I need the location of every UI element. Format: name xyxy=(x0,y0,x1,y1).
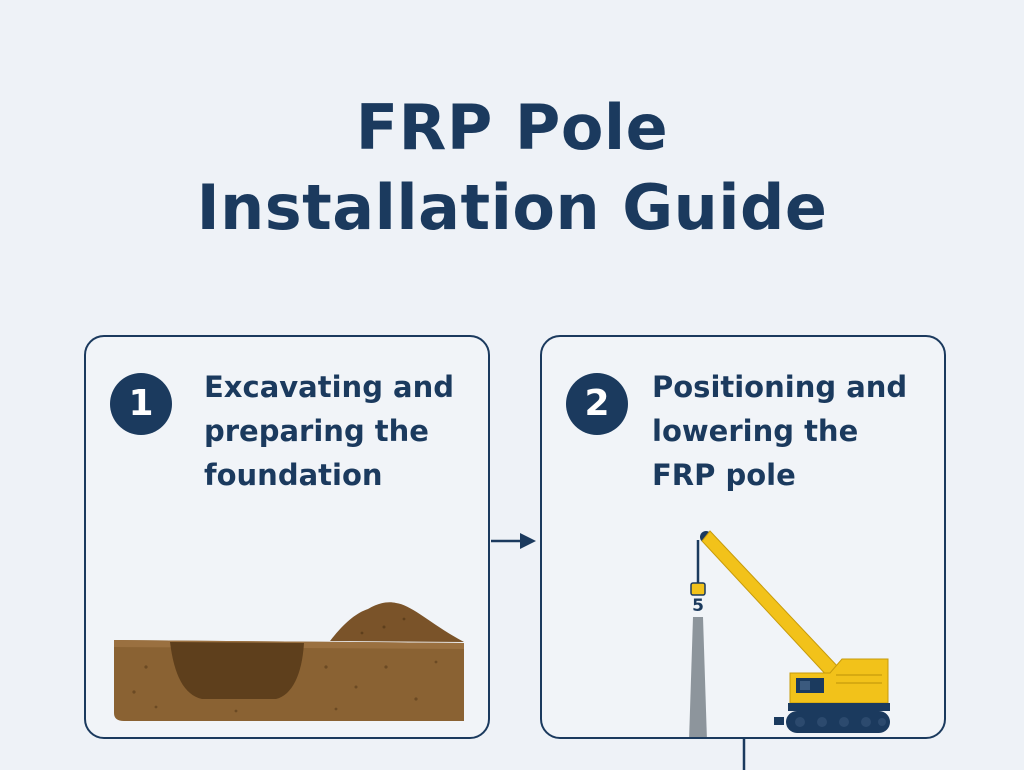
arrow-right-icon xyxy=(520,533,536,549)
step-line: preparing the xyxy=(204,414,429,448)
step-description: Excavating and preparing the foundation xyxy=(204,365,484,497)
excavation-illustration-icon xyxy=(114,602,464,721)
step-card-1: 1 Excavating and preparing the foundatio… xyxy=(84,335,490,739)
step-description: Positioning and lowering the FRP pole xyxy=(652,365,932,497)
page-title: FRP Pole Installation Guide xyxy=(0,88,1024,248)
step-line: Positioning and xyxy=(652,370,908,404)
title-line-2: Installation Guide xyxy=(196,171,828,244)
step-line: FRP pole xyxy=(652,458,796,492)
step-number-badge: 1 xyxy=(110,373,172,435)
step-card-2: 2 Positioning and lowering the FRP pole … xyxy=(540,335,946,739)
step-line: Excavating and xyxy=(204,370,455,404)
hook-label: 5 xyxy=(692,596,704,616)
step-number-badge: 2 xyxy=(566,373,628,435)
step-line: lowering the xyxy=(652,414,859,448)
crane-illustration-icon: 5 xyxy=(689,530,890,737)
step-line: foundation xyxy=(204,458,383,492)
title-line-1: FRP Pole xyxy=(355,91,669,164)
